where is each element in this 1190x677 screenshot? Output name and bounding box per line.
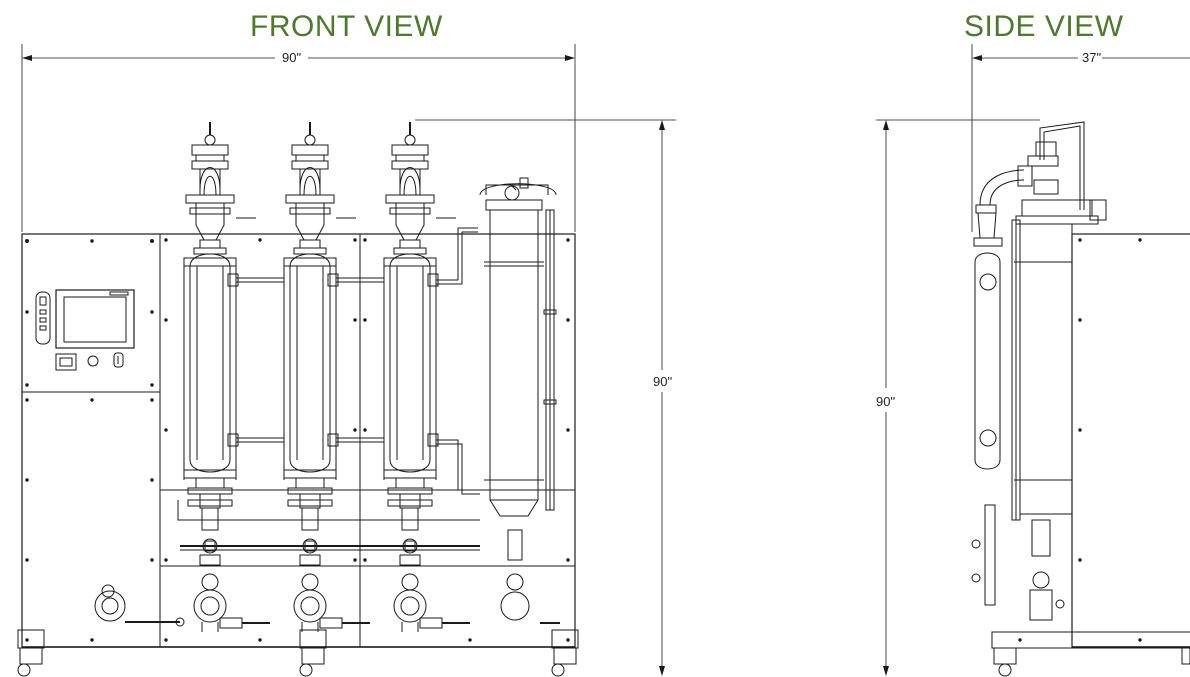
side-frame bbox=[991, 233, 1190, 649]
control-panel bbox=[35, 289, 135, 371]
side-casters bbox=[993, 647, 1190, 677]
control-screen-icon bbox=[55, 289, 135, 349]
front-piping bbox=[177, 217, 480, 551]
power-switch-icon bbox=[55, 353, 77, 371]
side-height-dimension: 90" bbox=[876, 119, 1040, 676]
front-width-dimension: 90" bbox=[21, 44, 576, 232]
front-frame bbox=[21, 233, 576, 648]
front-view-title: FRONT VIEW bbox=[250, 10, 443, 43]
side-view-title: SIDE VIEW bbox=[964, 10, 1124, 43]
indicator-light-icon bbox=[87, 355, 99, 367]
side-height-label: 90" bbox=[876, 394, 895, 409]
side-column bbox=[971, 121, 1107, 621]
drain-valve bbox=[94, 584, 185, 627]
front-height-dimension: 90" bbox=[415, 119, 676, 676]
side-width-label: 37" bbox=[1082, 50, 1101, 65]
front-casters bbox=[17, 629, 579, 677]
column-2 bbox=[283, 121, 371, 633]
remote-pendant-icon bbox=[35, 291, 51, 345]
side-width-dimension: 37" bbox=[971, 44, 1190, 232]
column-3 bbox=[383, 121, 471, 633]
column-1 bbox=[183, 121, 271, 633]
pressure-gauge-icon bbox=[504, 185, 520, 201]
front-height-label: 90" bbox=[653, 374, 672, 389]
front-width-label: 90" bbox=[282, 50, 301, 65]
collection-tank bbox=[479, 177, 560, 624]
selector-switch-icon bbox=[113, 352, 124, 368]
